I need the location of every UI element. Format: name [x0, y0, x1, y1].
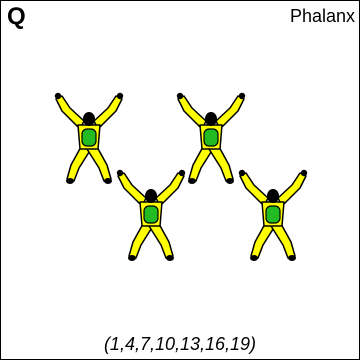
skydiver-figure-icon — [116, 169, 186, 262]
formation-name: Phalanx — [289, 6, 355, 26]
formation-letter: Q — [7, 3, 26, 30]
skydiver-figure-icon — [238, 169, 308, 262]
skydiver-figure-icon — [54, 92, 124, 185]
dive-sequence-numbers: (1,4,7,10,13,16,19) — [103, 334, 257, 354]
skydiver-figure-icon — [176, 92, 246, 185]
